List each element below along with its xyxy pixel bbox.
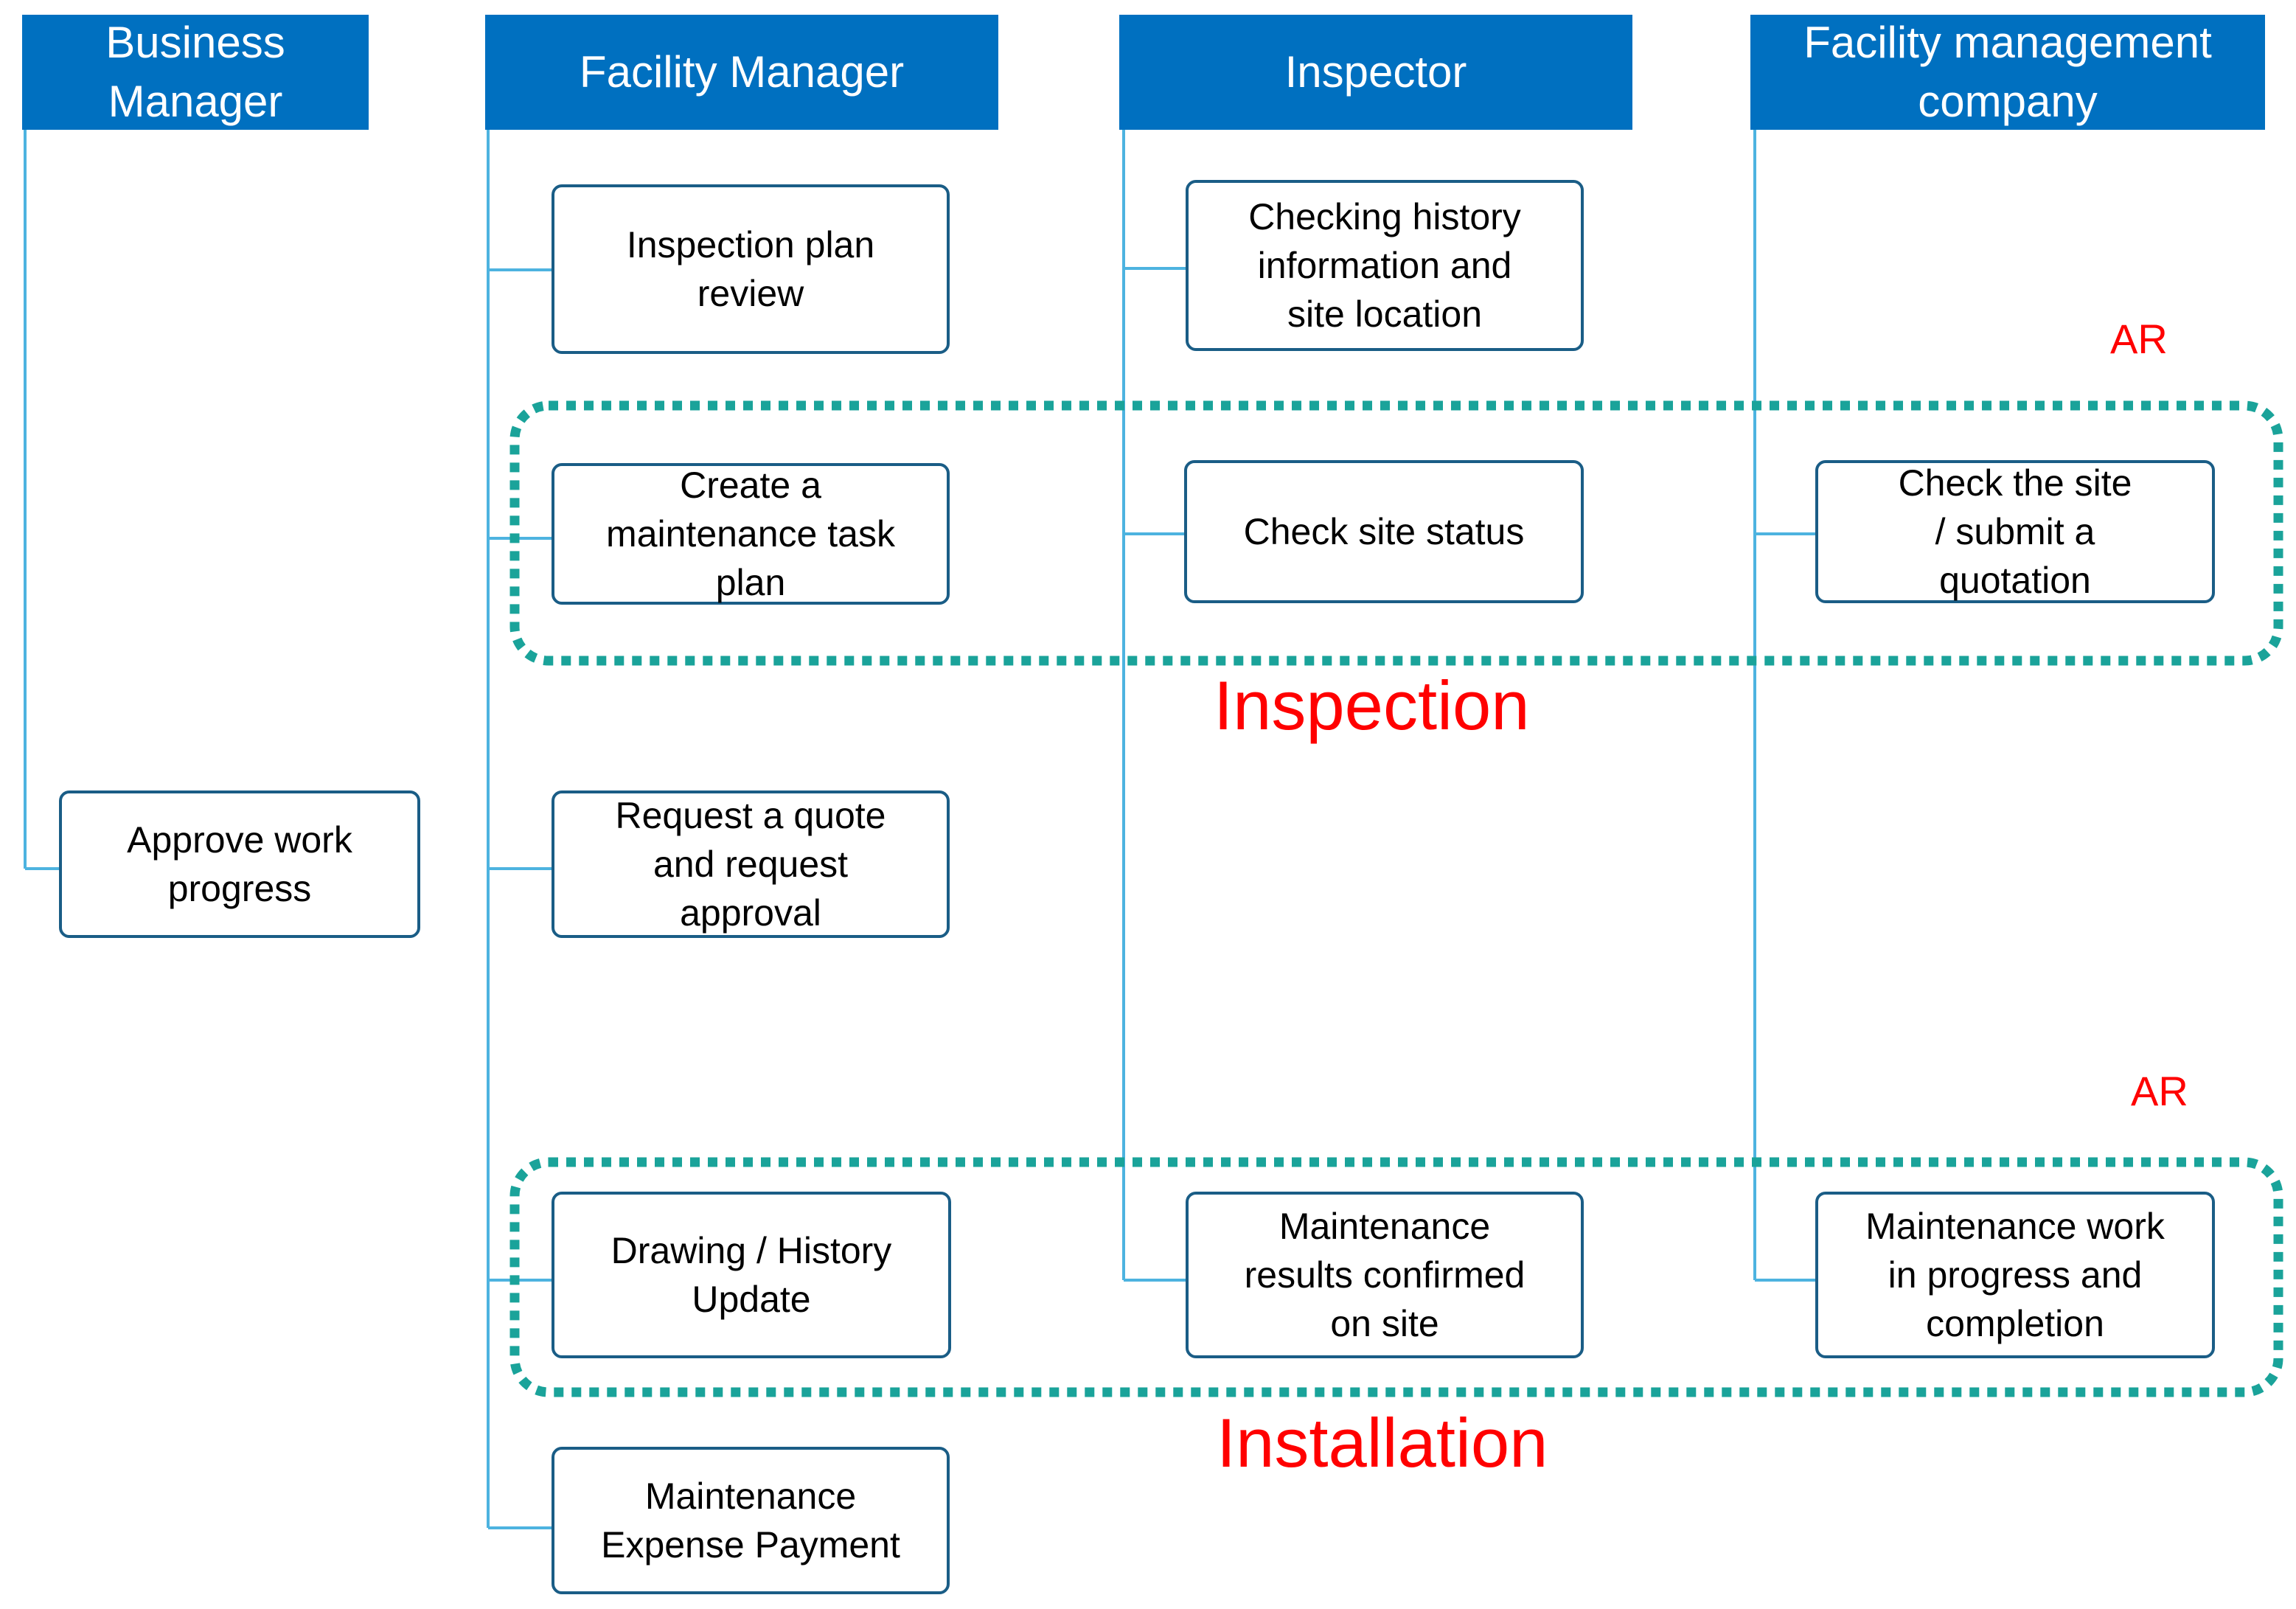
installation-group-label: Installation: [1217, 1404, 1548, 1481]
lane-header-label: Facility Manager: [579, 47, 905, 97]
step-label: Check the site / submit a quotation: [1898, 462, 2132, 601]
lane-header-inspector: Inspector: [1119, 15, 1632, 130]
step-check-site-status: Check site status: [1184, 460, 1584, 603]
step-maintenance-results-confirmed: Maintenance results confirmed on site: [1186, 1192, 1584, 1358]
inspection-group-outline: [509, 400, 2283, 666]
step-label: Inspection plan review: [626, 224, 875, 314]
step-label: Check site status: [1243, 511, 1525, 552]
step-label: Maintenance results confirmed on site: [1244, 1206, 1526, 1344]
step-maintenance-work-in-progress: Maintenance work in progress and complet…: [1815, 1192, 2215, 1358]
step-drawing-history-update: Drawing / History Update: [552, 1192, 951, 1358]
step-label: Maintenance Expense Payment: [601, 1476, 900, 1565]
lane-header-label: Facility management company: [1803, 18, 2212, 126]
step-approve-work-progress: Approve work progress: [59, 790, 420, 938]
lane-header-label: Inspector: [1284, 47, 1467, 97]
step-label: Checking history information and site lo…: [1248, 196, 1521, 335]
lane-header-business-manager: Business Manager: [22, 15, 369, 130]
step-maintenance-expense-payment: Maintenance Expense Payment: [552, 1447, 950, 1594]
step-check-site-submit-quotation: Check the site / submit a quotation: [1815, 460, 2215, 603]
lane-header-label: Business Manager: [105, 18, 285, 126]
step-request-quote-and-approval: Request a quote and request approval: [552, 790, 950, 938]
step-checking-history-information: Checking history information and site lo…: [1186, 180, 1584, 351]
step-label: Request a quote and request approval: [615, 795, 886, 934]
lane-header-facility-manager: Facility Manager: [485, 15, 998, 130]
installation-ar-tag: AR: [2131, 1068, 2188, 1114]
step-label: Drawing / History Update: [610, 1230, 892, 1320]
step-label: Create a maintenance task plan: [606, 465, 895, 603]
installation-group-outline: [509, 1157, 2283, 1397]
inspection-ar-tag: AR: [2110, 316, 2168, 362]
inspection-group-label: Inspection: [1214, 667, 1530, 744]
step-label: Approve work progress: [127, 819, 352, 909]
step-inspection-plan-review: Inspection plan review: [552, 184, 950, 354]
step-create-maintenance-task-plan: Create a maintenance task plan: [552, 463, 950, 605]
lane-header-facility-management-company: Facility management company: [1750, 15, 2265, 130]
step-label: Maintenance work in progress and complet…: [1865, 1206, 2165, 1344]
